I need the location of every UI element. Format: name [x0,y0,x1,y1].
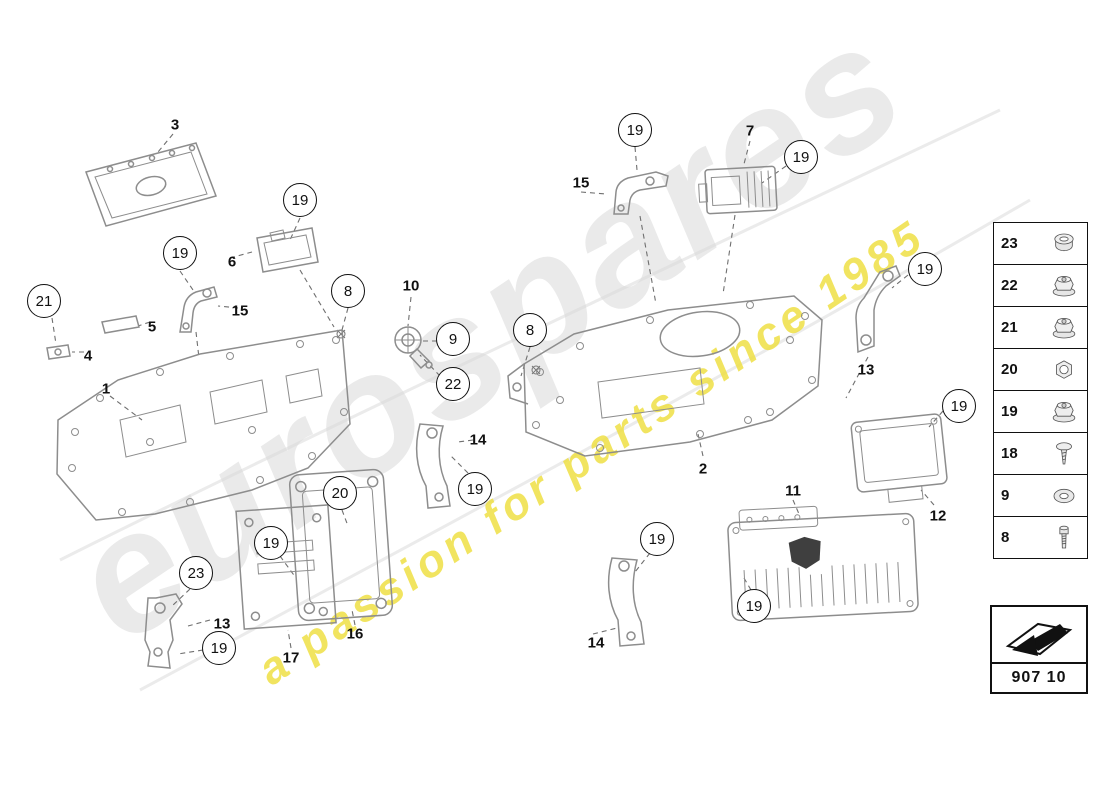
part-label-10: 10 [402,277,420,295]
callout-9[interactable]: 9 [436,322,470,356]
watermark: eurospares a passion for parts since 198… [38,0,1031,695]
part-label-2: 2 [698,460,708,478]
part-3-drawing [85,142,217,227]
hardware-item-21[interactable]: 21 [993,306,1088,349]
callout-22[interactable]: 22 [436,367,470,401]
part-label-3: 3 [170,116,180,134]
hex-nut-icon [1048,354,1080,386]
flange-nut-icon [1048,396,1080,428]
part-15-mid-bracket-drawing [613,171,669,215]
callout-8[interactable]: 8 [331,274,365,308]
part-label-11: 11 [785,482,801,500]
hardware-item-9[interactable]: 9 [993,474,1088,517]
callout-19[interactable]: 19 [283,183,317,217]
callout-19[interactable]: 19 [737,589,771,623]
hardware-item-20[interactable]: 20 [993,348,1088,391]
part-11-drawing [727,505,919,622]
part-label-12: 12 [929,507,947,525]
callout-19[interactable]: 19 [458,472,492,506]
callout-19[interactable]: 19 [618,113,652,147]
part-label-5: 5 [147,318,157,336]
part-label-16: 16 [346,625,364,643]
flange-nut-icon [1048,270,1080,302]
fastener-marks [336,329,541,375]
hardware-item-22[interactable]: 22 [993,264,1088,307]
part-13-bottom-left-bracket-drawing [144,593,183,669]
hardware-item-number: 19 [1001,403,1018,420]
part-14-mid-bracket-drawing [607,557,645,647]
callout-19[interactable]: 19 [254,526,288,560]
part-6-drawing [256,227,319,273]
part-group-code-box[interactable]: 907 10 [990,605,1088,694]
grommet-icon [1048,228,1080,260]
hardware-item-18[interactable]: 18 [993,432,1088,475]
callout-19[interactable]: 19 [908,252,942,286]
callout-20[interactable]: 20 [323,476,357,510]
part-label-6: 6 [227,253,237,271]
part-13-right-bracket-drawing [855,265,901,354]
part-label-4: 4 [83,347,93,365]
washer-icon [1048,480,1080,512]
hardware-item-number: 23 [1001,235,1018,252]
hardware-item-number: 9 [1001,487,1010,504]
screw-icon [1048,438,1080,470]
part-4-drawing [46,344,71,360]
callout-21[interactable]: 21 [27,284,61,318]
callout-19[interactable]: 19 [784,140,818,174]
part-label-15: 15 [231,302,249,320]
hardware-item-number: 8 [1001,529,1010,546]
part-7-drawing [698,165,778,215]
bolt-icon [1048,522,1080,554]
part-15-left-bracket-drawing [179,286,218,333]
part-label-14: 14 [469,431,487,449]
part-label-15: 15 [572,174,590,192]
flange-nut-icon [1048,312,1080,344]
part-10-drawing [394,326,433,370]
hardware-item-number: 18 [1001,445,1018,462]
callout-8[interactable]: 8 [513,313,547,347]
callout-19[interactable]: 19 [942,389,976,423]
part-label-7: 7 [745,122,755,140]
callout-23[interactable]: 23 [179,556,213,590]
part-label-1: 1 [101,380,111,398]
hardware-legend: 23 22 21 20 19 18 9 8 [993,222,1088,559]
part-1-drawing [56,329,351,521]
hardware-item-8[interactable]: 8 [993,516,1088,559]
leader-lines [51,133,944,655]
part-label-13: 13 [857,361,875,379]
part-label-13: 13 [213,615,231,633]
part-group-code: 907 10 [992,662,1086,692]
direction-arrow-icon [992,607,1086,662]
part-12-drawing [850,413,948,503]
hardware-item-23[interactable]: 23 [993,222,1088,265]
part-label-17: 17 [282,649,300,667]
part-5-drawing [101,315,140,334]
callout-19[interactable]: 19 [163,236,197,270]
hardware-item-19[interactable]: 19 [993,390,1088,433]
hardware-item-number: 20 [1001,361,1018,378]
hardware-item-number: 22 [1001,277,1018,294]
part-label-14: 14 [587,634,605,652]
part-14-left-bracket-drawing [415,423,451,509]
callout-19[interactable]: 19 [202,631,236,665]
brand-shield-emblem [788,536,821,569]
hardware-item-number: 21 [1001,319,1018,336]
part-2-drawing [507,295,823,457]
callout-19[interactable]: 19 [640,522,674,556]
